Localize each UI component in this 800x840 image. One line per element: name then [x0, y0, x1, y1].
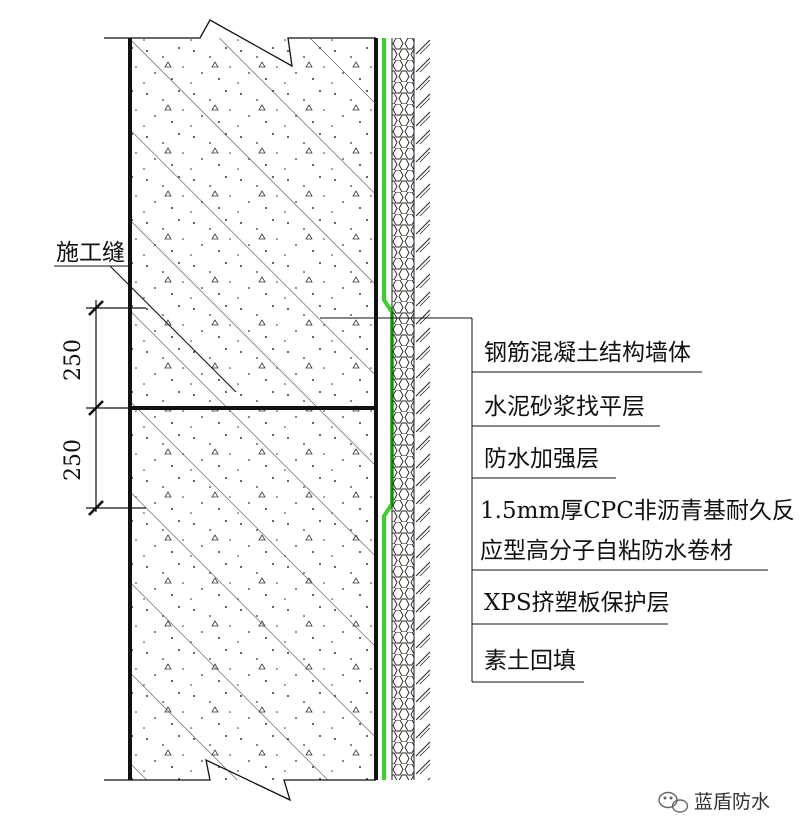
- bottom-break-line: [104, 758, 376, 802]
- label-membrane-line1: 1.5mm厚CPC非沥青基耐久反: [480, 498, 795, 524]
- label-xps-protection: XPS挤塑板保护层: [484, 590, 670, 616]
- backfill-soil: [414, 38, 432, 780]
- label-backfill: 素土回填: [484, 648, 576, 674]
- xps-protection-layer: [391, 38, 415, 780]
- dimension-lower-250: 250: [61, 439, 86, 481]
- label-rc-wall: 钢筋混凝土结构墙体: [484, 340, 691, 366]
- label-mortar-leveling: 水泥砂浆找平层: [484, 394, 645, 420]
- wechat-icon: [658, 791, 689, 813]
- top-break-line: [104, 19, 376, 68]
- joint-leader: [54, 265, 237, 393]
- watermark-text: 蓝盾防水: [694, 791, 770, 813]
- waterproof-membrane: [382, 38, 394, 780]
- dimension-lines: [86, 300, 146, 516]
- label-membrane-line2: 应型高分子自粘防水卷材: [480, 538, 733, 564]
- label-reinforcement-layer: 防水加强层: [484, 446, 599, 472]
- callout-leaders: [320, 317, 768, 683]
- construction-joint-label: 施工缝: [56, 240, 125, 266]
- dimension-upper-250: 250: [61, 339, 86, 381]
